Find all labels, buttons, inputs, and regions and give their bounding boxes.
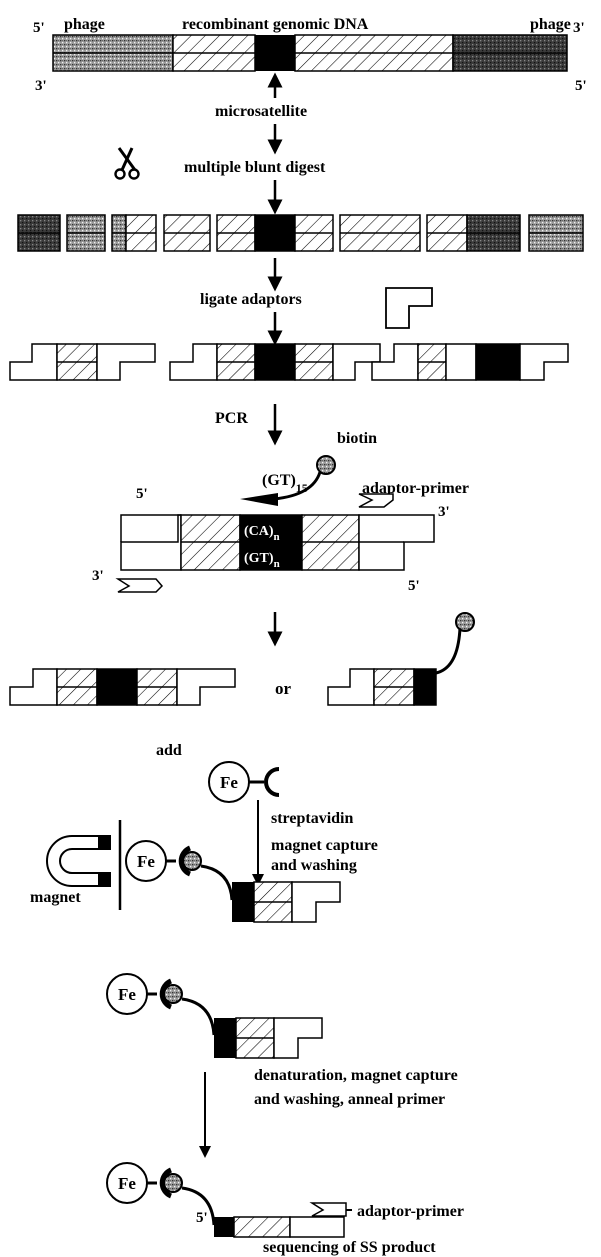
ligated-fragment-1 (10, 344, 155, 380)
phage-label-left: phage (64, 16, 105, 33)
magnet-capture-label-2: and washing (271, 857, 357, 874)
adaptor-primer-arrow-bottom (118, 579, 162, 592)
svg-text:Fe: Fe (220, 773, 238, 792)
svg-text:Fe: Fe (137, 852, 155, 871)
gt15-probe-arrow (240, 493, 278, 506)
recombinant-genomic-dna-label: recombinant genomic DNA (182, 16, 369, 33)
ds-product (10, 669, 235, 705)
iron-bead-icon: Fe (209, 762, 249, 802)
single-strand-product: Fe (107, 1163, 344, 1237)
svg-text:Fe: Fe (118, 1174, 136, 1193)
ligated-fragment-2 (170, 344, 380, 380)
sequencing-label: sequencing of SS product (263, 1239, 436, 1256)
adaptor-primer-arrow-final (312, 1203, 346, 1216)
phage-label-right: phage (530, 16, 571, 33)
three-prime-label-pcr-right: 3' (438, 504, 450, 520)
five-prime-label-pcr-right: 5' (408, 578, 420, 594)
washed-complex: Fe (107, 974, 322, 1058)
three-prime-label-top-right: 3' (573, 20, 585, 36)
adaptor-icon (386, 288, 432, 328)
ligated-fragment-3 (372, 344, 568, 380)
denaturation-label-2: and washing, anneal primer (254, 1091, 445, 1108)
gt15-label: (GT)15 (262, 472, 308, 495)
five-prime-label-final: 5' (196, 1210, 208, 1226)
five-prime-label-top-left: 5' (33, 20, 45, 36)
five-prime-label-pcr-left: 5' (136, 486, 148, 502)
pcr-label: PCR (215, 410, 248, 427)
magnet-icon (47, 836, 110, 886)
or-label: or (275, 679, 292, 698)
streptavidin-icon (249, 769, 279, 795)
three-prime-label-pcr-left: 3' (92, 568, 104, 584)
streptavidin-label: streptavidin (271, 810, 353, 827)
recombinant-dna-strand (53, 35, 567, 71)
microsatellite-label: microsatellite (215, 103, 307, 120)
five-prime-label-bottom-right: 5' (575, 78, 587, 94)
biotin-bead-icon (317, 456, 335, 474)
ss-biotin-product (328, 613, 474, 705)
adaptor-primer-label-final: adaptor-primer (357, 1203, 464, 1220)
biotin-label: biotin (337, 430, 377, 447)
digest-fragments (18, 215, 583, 251)
magnet-capture-label-1: magnet capture (271, 837, 378, 854)
three-prime-label-bottom-left: 3' (35, 78, 47, 94)
captured-iron-bead: Fe (126, 841, 166, 881)
add-label: add (156, 742, 182, 759)
magnet-label: magnet (30, 889, 81, 906)
denaturation-label-1: denaturation, magnet capture (254, 1067, 458, 1084)
svg-text:Fe: Fe (118, 985, 136, 1004)
ligate-adaptors-label: ligate adaptors (200, 291, 302, 308)
multiple-blunt-digest-label: multiple blunt digest (184, 159, 326, 176)
adaptor-primer-arrow-top (359, 494, 393, 507)
scissors-icon (116, 148, 139, 179)
